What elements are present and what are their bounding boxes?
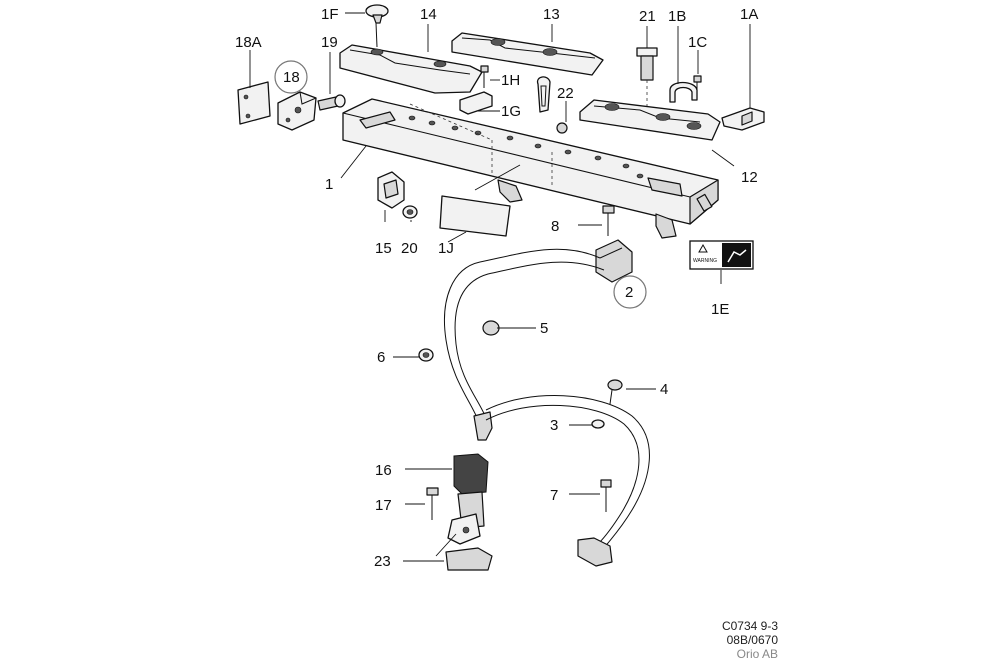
callout-1: 1 (325, 176, 333, 193)
part-1c-screw (693, 75, 702, 95)
callout-23: 23 (374, 553, 391, 570)
footer-date: 08B/0670 (726, 633, 778, 647)
part-1e-warning-label: WARNING (689, 240, 754, 270)
part-13-cover-plate (451, 32, 604, 76)
callout-6: 6 (377, 349, 385, 366)
part-14-cover-plate (339, 22, 483, 94)
callout-19: 19 (321, 34, 338, 51)
callout-18: 18 (283, 69, 300, 86)
footer-code: C0734 9-3 (721, 619, 778, 633)
part-7-bolt (600, 479, 612, 512)
callout-1h: 1H (501, 72, 520, 89)
callout-7: 7 (550, 487, 558, 504)
callout-16: 16 (375, 462, 392, 479)
part-15-bracket (377, 171, 405, 209)
part-5-plug (482, 320, 500, 336)
callout-21: 21 (639, 8, 656, 25)
part-1g-nut-plate (459, 91, 493, 115)
callout-1e: 1E (711, 301, 729, 318)
part-1j-pad (439, 195, 511, 237)
part-4-button (607, 379, 623, 405)
part-8-bolt (602, 205, 615, 236)
warning-label-text: WARNING (693, 258, 717, 264)
part-19-screw (317, 94, 346, 111)
callout-14: 14 (420, 6, 437, 23)
part-18a-plate (237, 81, 271, 125)
part-21-bolt (636, 47, 658, 115)
callout-15: 15 (375, 240, 392, 257)
part-6-grommet (418, 348, 434, 362)
callout-circle-18 (274, 60, 308, 94)
part-1-seat-rail (342, 98, 719, 239)
rail-holes (408, 115, 644, 179)
callout-circle-2 (613, 275, 647, 309)
part-1h-screw (480, 65, 489, 88)
part-17-bolt (426, 487, 439, 520)
callout-17: 17 (375, 497, 392, 514)
part-22-d-ring (536, 76, 568, 134)
callout-13: 13 (543, 6, 560, 23)
callout-1j: 1J (438, 240, 454, 257)
callout-4: 4 (660, 381, 668, 398)
footer-copyright: Orio AB (736, 647, 778, 661)
callout-20: 20 (401, 240, 418, 257)
part-1f-knob (365, 4, 389, 24)
part-buckle-bracket (435, 513, 481, 557)
callout-1c: 1C (688, 34, 707, 51)
callout-labels: 1F 14 13 21 1B 1A 18A 19 1C 18 1H 22 1G … (235, 6, 758, 570)
part-3-clip (591, 419, 605, 429)
callout-1g: 1G (501, 103, 521, 120)
callout-1b: 1B (668, 8, 686, 25)
part-2-retractor (595, 239, 633, 283)
part-20-nut (402, 205, 418, 219)
callout-1a: 1A (740, 6, 758, 23)
callout-2: 2 (625, 284, 633, 301)
part-18-anchor-bracket (277, 91, 317, 131)
callout-3: 3 (550, 417, 558, 434)
callout-18a: 18A (235, 34, 262, 51)
part-1a-end-cap (721, 107, 765, 131)
callout-1f: 1F (321, 6, 339, 23)
leader-lines (249, 12, 751, 562)
belt-webbing (444, 248, 650, 567)
callout-22: 22 (557, 85, 574, 102)
part-12-cover-plate (579, 99, 721, 141)
callout-8: 8 (551, 218, 559, 235)
callout-12: 12 (741, 169, 758, 186)
part-1b-bracket (669, 81, 698, 103)
part-23-cover (445, 547, 493, 571)
callout-5: 5 (540, 320, 548, 337)
